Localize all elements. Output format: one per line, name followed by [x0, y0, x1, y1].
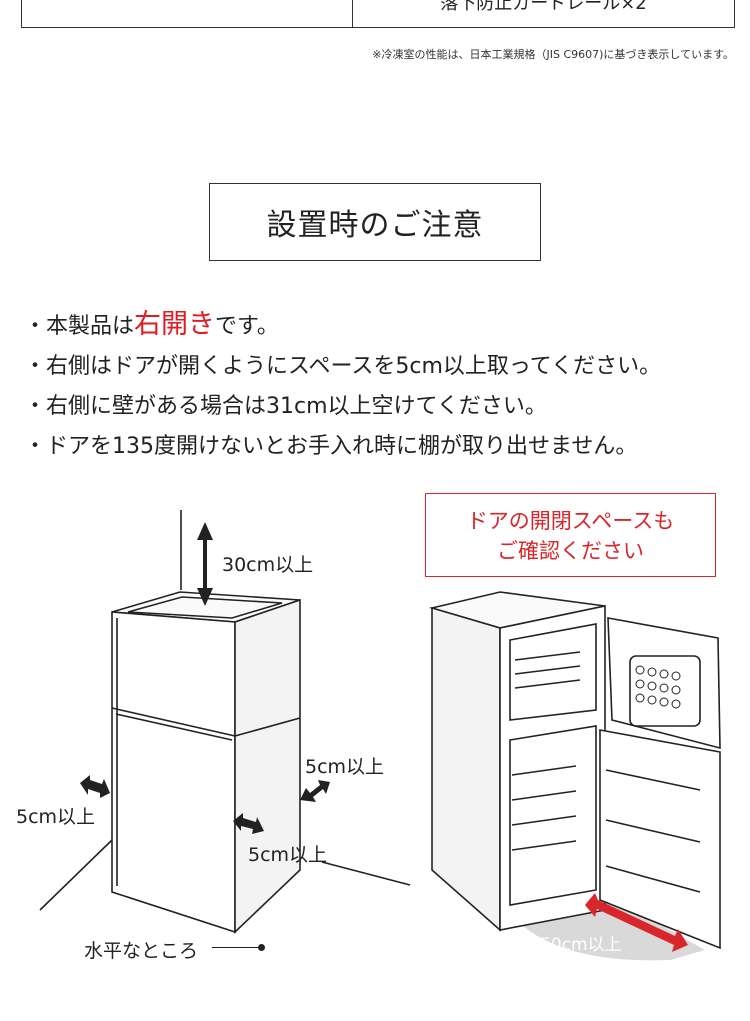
ice-tray-cells [635, 665, 681, 709]
caution-item-3: ・右側に壁がある場合は31cm以上空けてください。 [24, 394, 547, 419]
footnote: ※冷凍室の性能は、日本工業規格（JIS C9607)に基づき表示しています。 [372, 48, 734, 61]
caution-list: ・本製品は右開きです。 ・右側はドアが開くようにスペースを5cm以上取ってくださ… [24, 305, 661, 467]
right-clearance-label: 5cm以上 [305, 756, 385, 778]
left-clearance-arrow [80, 775, 110, 798]
front-clearance-arrow [233, 813, 264, 834]
fridge-door [599, 729, 721, 950]
open-door-diagram [428, 591, 721, 961]
right-floor-line [321, 861, 411, 886]
floor-pointer-dot [258, 944, 265, 951]
fridge-compartment [509, 725, 597, 906]
callout-line-1: ドアの開閉スペースも [466, 509, 675, 533]
freezer-compartment [509, 623, 597, 721]
back-clearance-label: 5cm以上 [248, 844, 328, 866]
fridge-front [111, 611, 236, 934]
caution-item-4: ・ドアを135度開けないとお手入れ時に棚が取り出せません。 [24, 434, 638, 459]
left-floor-line [39, 839, 113, 911]
ice-tray [629, 655, 701, 727]
caution-item-2: ・右側はドアが開くようにスペースを5cm以上取ってください。 [24, 354, 662, 379]
caution-item-1-suffix: です。 [215, 314, 279, 339]
door-space-callout: ドアの開閉スペースも ご確認ください [425, 493, 716, 577]
spec-table-row: 落下防止ガードレール×2 [21, 0, 735, 28]
caution-item-1: ・本製品は右開きです。 [24, 305, 661, 347]
top-clearance-label: 30cm以上 [222, 554, 314, 576]
door-split [111, 707, 236, 737]
floor-label: 水平なところ [84, 940, 199, 962]
door-space-arrow [585, 893, 688, 952]
clearance-diagram [39, 510, 411, 934]
fridge-top-inner [127, 596, 283, 619]
spec-table-cell-right: 落下防止ガードレール×2 [440, 0, 647, 14]
section-title: 設置時のご注意 [209, 183, 541, 261]
spec-table-cell-left [22, 0, 353, 27]
caution-item-1-highlight: 右開き [134, 309, 216, 340]
top-clearance-arrow [197, 522, 213, 606]
freezer-door [607, 617, 721, 750]
floor-pointer-line [212, 947, 260, 948]
right-clearance-arrow [300, 780, 330, 802]
fridge-side [234, 598, 301, 934]
left-clearance-label: 5cm以上 [16, 806, 96, 828]
callout-line-2: ご確認ください [497, 539, 644, 563]
door-handle [115, 713, 233, 741]
caution-item-1-prefix: ・本製品は [24, 314, 135, 339]
fridge-left-side [431, 606, 501, 932]
door-space-label: 50cm以上 [540, 935, 622, 955]
